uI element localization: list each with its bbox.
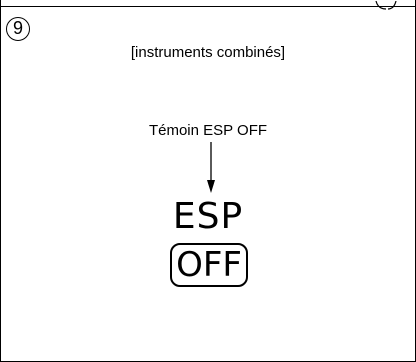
cropped-header-fragment bbox=[375, 0, 397, 10]
indicator-label: Témoin ESP OFF bbox=[148, 122, 268, 139]
top-rule bbox=[0, 6, 416, 7]
diagram-caption: [instruments combinés] bbox=[130, 44, 286, 61]
step-number: 9 bbox=[6, 17, 30, 41]
off-warning-box: OFF bbox=[170, 243, 248, 287]
top-strip-cropped bbox=[0, 0, 416, 12]
esp-warning-text: ESP bbox=[172, 196, 244, 237]
pointer-arrow-icon bbox=[207, 142, 215, 193]
